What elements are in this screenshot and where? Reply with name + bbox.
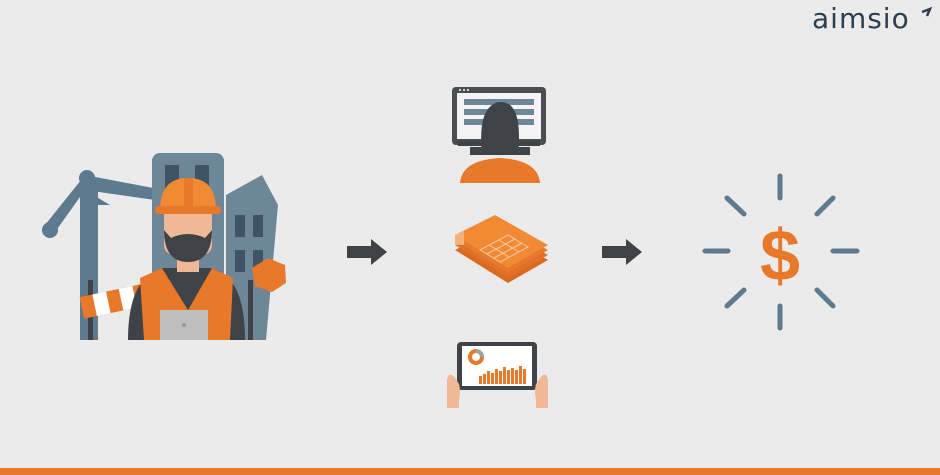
aimsio-logo: aimsio bbox=[810, 2, 935, 35]
document-stack-icon bbox=[455, 215, 548, 283]
logo-arrow-icon bbox=[921, 6, 933, 17]
tablet-chart-icon bbox=[447, 342, 548, 408]
dollar-burst-illustration: $ bbox=[695, 168, 865, 333]
construction-worker-illustration bbox=[40, 150, 300, 340]
desktop-user-illustration bbox=[450, 85, 550, 185]
arrow-right-icon bbox=[347, 239, 387, 265]
tablet-chart-illustration bbox=[445, 340, 550, 408]
arrow-right-2 bbox=[602, 238, 644, 266]
dollar-burst-icon: $ bbox=[702, 173, 860, 331]
arrow-right-1 bbox=[347, 238, 389, 266]
document-stack-illustration bbox=[450, 215, 550, 290]
arrow-right-icon bbox=[602, 239, 642, 265]
bottom-accent-bar bbox=[0, 468, 940, 475]
logo-text: aimsio bbox=[812, 2, 910, 34]
logo-wordmark-icon: aimsio bbox=[812, 2, 933, 35]
construction-worker-icon bbox=[42, 153, 286, 340]
desktop-user-icon bbox=[452, 87, 546, 183]
dollar-symbol: $ bbox=[760, 216, 800, 296]
